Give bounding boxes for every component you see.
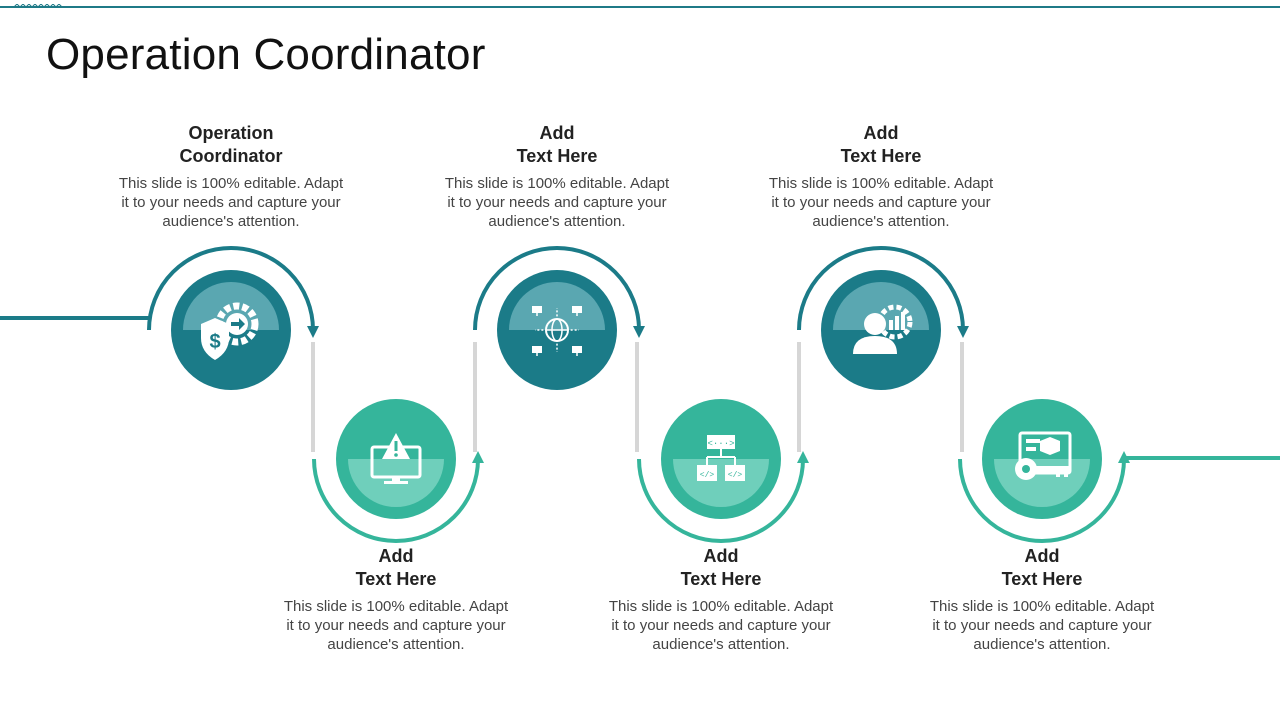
arrow-up-icon bbox=[472, 451, 484, 463]
step-arc-6 bbox=[958, 458, 1126, 543]
step-title: Add Text Here bbox=[516, 123, 598, 166]
step-node-4: <···> </> </> bbox=[637, 399, 809, 543]
decorative-wave-icon bbox=[14, 4, 62, 8]
step-description: This slide is 100% editable. Adapt it to… bbox=[444, 175, 670, 230]
step-title: Add Text Here bbox=[355, 546, 437, 589]
code-hierarchy-icon: <···> </> </> bbox=[697, 435, 745, 481]
arrow-down-icon bbox=[633, 326, 645, 338]
step-title: Add Text Here bbox=[1001, 546, 1083, 589]
page-title: Operation Coordinator bbox=[46, 30, 486, 79]
person-analytics-gear-icon bbox=[853, 304, 913, 354]
step-node-5 bbox=[797, 246, 969, 390]
svg-text:$: $ bbox=[209, 331, 220, 353]
step-description: This slide is 100% editable. Adapt it to… bbox=[608, 598, 834, 653]
step-arc-5 bbox=[797, 246, 965, 331]
step-node-1: $ bbox=[147, 246, 319, 390]
step-title: Add Text Here bbox=[840, 123, 922, 166]
step-description: This slide is 100% editable. Adapt it to… bbox=[283, 598, 509, 653]
arrow-up-icon bbox=[797, 451, 809, 463]
step-arc-4 bbox=[637, 458, 805, 543]
step-node-6 bbox=[958, 399, 1130, 543]
step-arc-2 bbox=[312, 458, 480, 543]
arrow-down-icon bbox=[307, 326, 319, 338]
svg-text:</>: </> bbox=[728, 471, 743, 480]
arrow-up-icon bbox=[1118, 451, 1130, 463]
step-arc-1 bbox=[147, 246, 315, 331]
step-node-2 bbox=[312, 399, 484, 543]
step-title: Add Text Here bbox=[680, 546, 762, 589]
key-dashboard-icon bbox=[1015, 431, 1072, 480]
arrow-down-icon bbox=[957, 326, 969, 338]
money-gear-shield-icon: $ bbox=[201, 302, 259, 360]
step-description: This slide is 100% editable. Adapt it to… bbox=[929, 598, 1155, 653]
svg-text:</>: </> bbox=[700, 471, 715, 480]
top-rule bbox=[0, 6, 1280, 8]
step-arc-3 bbox=[473, 246, 641, 331]
warning-monitor-icon bbox=[370, 433, 422, 484]
step-title: Operation Coordinator bbox=[179, 123, 283, 166]
step-description: This slide is 100% editable. Adapt it to… bbox=[768, 175, 994, 230]
global-network-icon bbox=[532, 306, 582, 356]
svg-text:<···>: <···> bbox=[707, 439, 734, 449]
step-node-3 bbox=[473, 246, 645, 390]
step-description: This slide is 100% editable. Adapt it to… bbox=[118, 175, 344, 230]
